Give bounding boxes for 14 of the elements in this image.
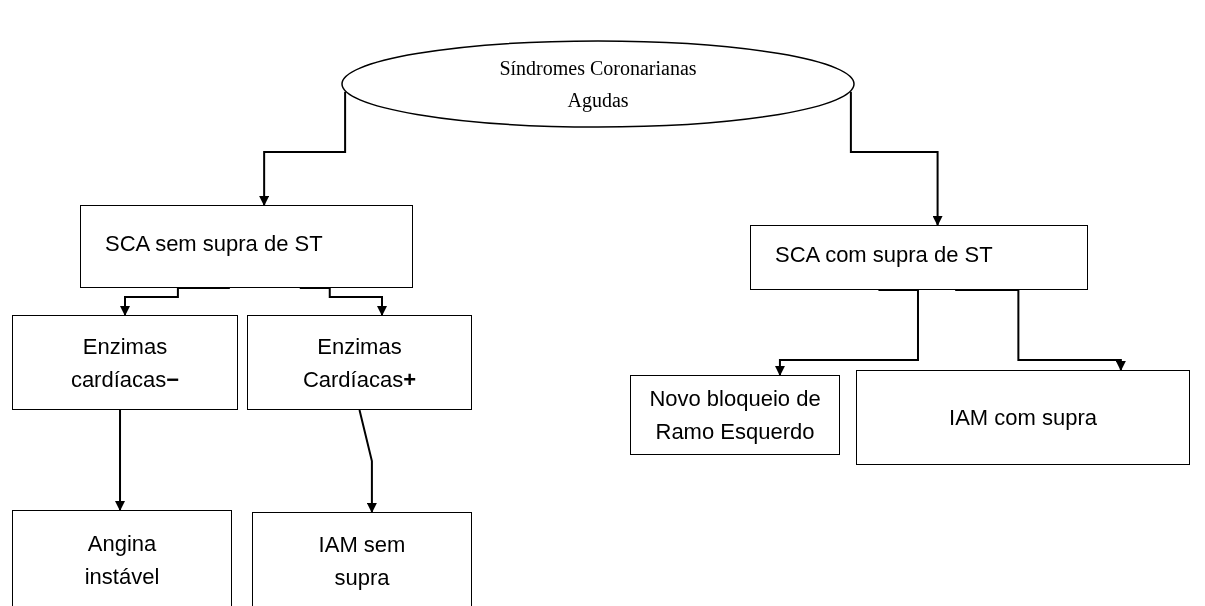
process-box: Enzimas cardíacas− [12,315,238,410]
process-box: SCA sem supra de ST [80,205,413,288]
node-label: Síndromes Coronarianas Agudas [498,56,698,114]
process-box: IAM com supra [856,370,1190,465]
process-box: Enzimas Cardíacas+ [247,315,472,410]
process-box: Novo bloqueio de Ramo Esquerdo [630,375,840,455]
process-box: Angina instável [12,510,232,606]
process-box: IAM sem supra [252,512,472,606]
process-box: SCA com supra de ST [750,225,1088,290]
arrow [774,289,919,376]
arrow [849,90,943,226]
arrow [115,409,125,511]
arrow [358,409,377,513]
arrow [259,90,347,206]
